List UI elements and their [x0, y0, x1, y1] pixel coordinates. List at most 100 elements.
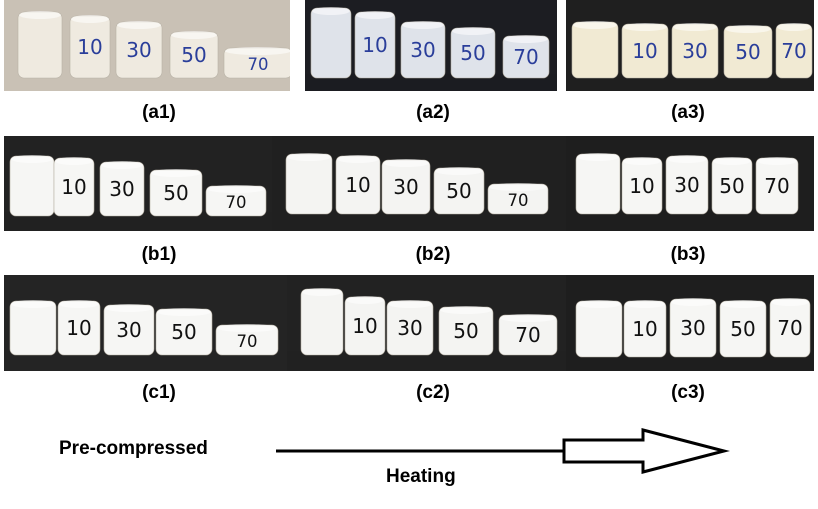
- sample-number: 30: [397, 316, 422, 340]
- sample-number: 10: [352, 314, 377, 338]
- sample-blank: [571, 21, 619, 79]
- sample-blank: [310, 7, 352, 79]
- photo-a3: 10 30 50 70: [566, 0, 814, 91]
- table-surface: [272, 210, 566, 231]
- sample-blank: [575, 300, 623, 358]
- sample-50: 50: [169, 31, 219, 79]
- sample-number: 70: [777, 316, 802, 340]
- sample-number: 50: [730, 317, 755, 341]
- arrow-head: [562, 428, 730, 474]
- sample-70: 70: [205, 185, 267, 217]
- photo-b3: 10 30 50 70: [566, 136, 814, 231]
- panel-svg-2: 10 30 50 70: [566, 0, 814, 91]
- photo-a2: 10 30 50 70: [305, 0, 557, 91]
- sample-10: 10: [335, 155, 381, 215]
- sample-number: 10: [66, 316, 91, 340]
- sample-70: 70: [755, 157, 799, 215]
- panel-svg-5: 10 30 50 70: [566, 136, 814, 231]
- sample-50: 50: [723, 25, 773, 79]
- panel-svg-1: 10 30 50 70: [305, 0, 557, 91]
- sample-number: 30: [682, 39, 707, 63]
- sample-number: 10: [77, 35, 102, 59]
- sample-number: 50: [171, 320, 196, 344]
- sample-70: 70: [223, 47, 290, 79]
- sample-number: 50: [163, 181, 188, 205]
- sample-number: 50: [735, 40, 760, 64]
- sample-number: 10: [629, 174, 654, 198]
- sample-70: 70: [769, 298, 811, 358]
- sample-number: 30: [674, 173, 699, 197]
- sample-number: 70: [515, 323, 540, 347]
- sample-blank: [17, 11, 63, 79]
- photo-c2: 10 30 50 70: [287, 275, 566, 371]
- sample-70: 70: [775, 23, 813, 79]
- photo-b1: 10 30 50 70: [4, 136, 272, 231]
- sample-number: 10: [632, 39, 657, 63]
- sample-10: 10: [69, 15, 111, 79]
- sample-30: 30: [99, 161, 145, 217]
- sample-number: 30: [109, 177, 134, 201]
- sample-number: 30: [410, 38, 435, 62]
- sample-30: 30: [671, 23, 719, 79]
- table-surface: [4, 351, 287, 371]
- sample-number: 50: [460, 41, 485, 65]
- sample-number: 50: [719, 174, 744, 198]
- sample-blank: [285, 153, 333, 215]
- sample-blank: [9, 300, 57, 356]
- sample-10: 10: [53, 157, 95, 217]
- table-surface: [4, 212, 272, 231]
- panel-svg-8: 10 30 50 70: [566, 275, 814, 371]
- sample-70: 70: [502, 35, 550, 79]
- sample-30: 30: [381, 159, 431, 215]
- sample-number: 10: [61, 175, 86, 199]
- sample-number: 70: [248, 55, 269, 74]
- sample-number: 70: [513, 45, 538, 69]
- sample-10: 10: [621, 157, 663, 215]
- label-b2: (b2): [415, 244, 451, 265]
- sample-50: 50: [155, 308, 213, 356]
- sample-10: 10: [57, 300, 101, 356]
- sample-number: 70: [781, 39, 806, 63]
- sample-10: 10: [344, 296, 386, 356]
- heating-label: Heating: [386, 466, 456, 487]
- sample-number: 70: [226, 193, 247, 212]
- sample-50: 50: [450, 27, 496, 79]
- sample-70: 70: [498, 314, 558, 356]
- sample-50: 50: [438, 306, 494, 356]
- table-surface: [287, 351, 566, 371]
- sample-50: 50: [433, 167, 485, 215]
- label-a3: (a3): [671, 102, 705, 123]
- sample-10: 10: [623, 300, 667, 358]
- sample-30: 30: [669, 298, 717, 358]
- sample-number: 10: [632, 317, 657, 341]
- sample-number: 10: [345, 173, 370, 197]
- sample-number: 50: [446, 179, 471, 203]
- sample-50: 50: [149, 169, 203, 217]
- sample-number: 10: [362, 33, 387, 57]
- pre-compressed-label: Pre-compressed: [59, 438, 208, 459]
- label-c3: (c3): [671, 382, 705, 403]
- label-c1: (c1): [142, 382, 176, 403]
- sample-10: 10: [621, 23, 669, 79]
- sample-70: 70: [487, 183, 549, 215]
- sample-number: 30: [393, 175, 418, 199]
- sample-number: 50: [181, 43, 206, 67]
- panel-svg-3: 10 30 50 70: [4, 136, 272, 231]
- sample-30: 30: [400, 21, 446, 79]
- sample-number: 70: [764, 174, 789, 198]
- photo-c3: 10 30 50 70: [566, 275, 814, 371]
- sample-number: 70: [508, 191, 529, 210]
- sample-50: 50: [711, 157, 753, 215]
- panel-svg-7: 10 30 50 70: [287, 275, 566, 371]
- sample-blank: [300, 288, 344, 356]
- sample-30: 30: [665, 155, 709, 215]
- sample-30: 30: [103, 304, 155, 356]
- label-a2: (a2): [416, 102, 450, 123]
- sample-blank: [9, 155, 55, 217]
- label-c2: (c2): [416, 382, 450, 403]
- panel-svg-4: 10 30 50 70: [272, 136, 566, 231]
- sample-number: 30: [116, 318, 141, 342]
